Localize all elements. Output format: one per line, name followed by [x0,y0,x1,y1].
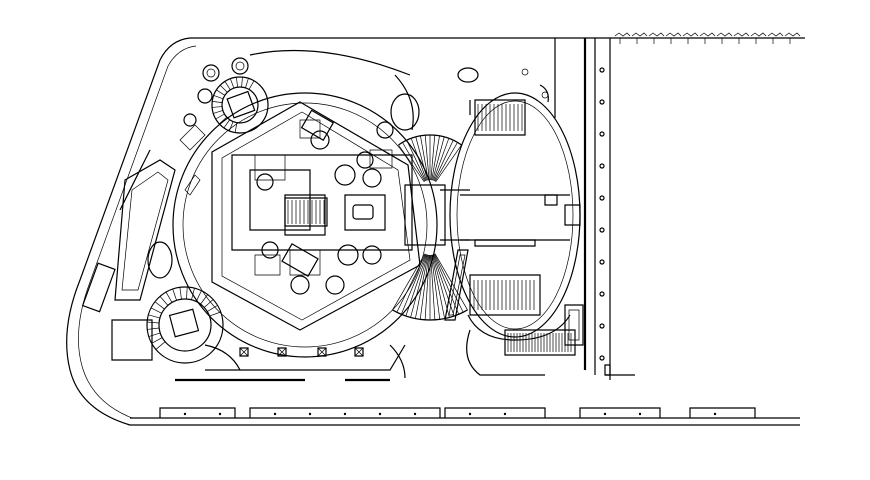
north-hedge [610,33,805,44]
frontage-wall-segment [160,408,235,418]
east-strip [595,38,635,375]
bollard-marker [318,348,326,356]
shrub-icon [785,33,800,44]
shrub-icon [734,33,749,44]
bollard-icon [600,68,604,72]
shrub-icon [700,33,715,44]
oval-building [445,93,580,340]
connector-bridge [393,135,471,320]
bollard-icon [600,292,604,296]
shrub-icon [666,33,681,44]
shrub-icon [717,33,732,44]
bollard-icon [600,164,604,168]
shrub-icon [768,33,783,44]
shrub-icon [649,33,664,44]
bollard-icon [600,196,604,200]
southwest-spiral-stair [147,287,223,363]
frontage-wall-segment [690,408,755,418]
shrub-icon [615,33,630,44]
frontage-wall-segment [445,408,545,418]
shrub-icon [683,33,698,44]
plaza-markers [240,348,363,356]
bollard-icon [600,356,604,360]
bollard-icon [600,324,604,328]
shrub-icon [751,33,766,44]
bollard-icon [600,100,604,104]
frontage-wall-segment [580,408,660,418]
shrub-icon [632,33,647,44]
bollard-icon [600,260,604,264]
oval-south-stair-block [467,305,583,375]
south-frontage-walls [130,408,800,418]
bollard-marker [355,348,363,356]
northwest-spiral-stair [212,77,268,133]
bollard-icon [600,228,604,232]
bollard-icon [600,132,604,136]
bollard-marker [240,348,248,356]
bollard-marker [278,348,286,356]
central-plaza-rings [173,51,437,381]
site-boundary-outline [67,38,800,425]
pentagon-building [212,102,420,330]
west-landscape [83,58,248,360]
north-plaza-details [458,68,548,115]
frontage-wall-segment [250,408,440,418]
